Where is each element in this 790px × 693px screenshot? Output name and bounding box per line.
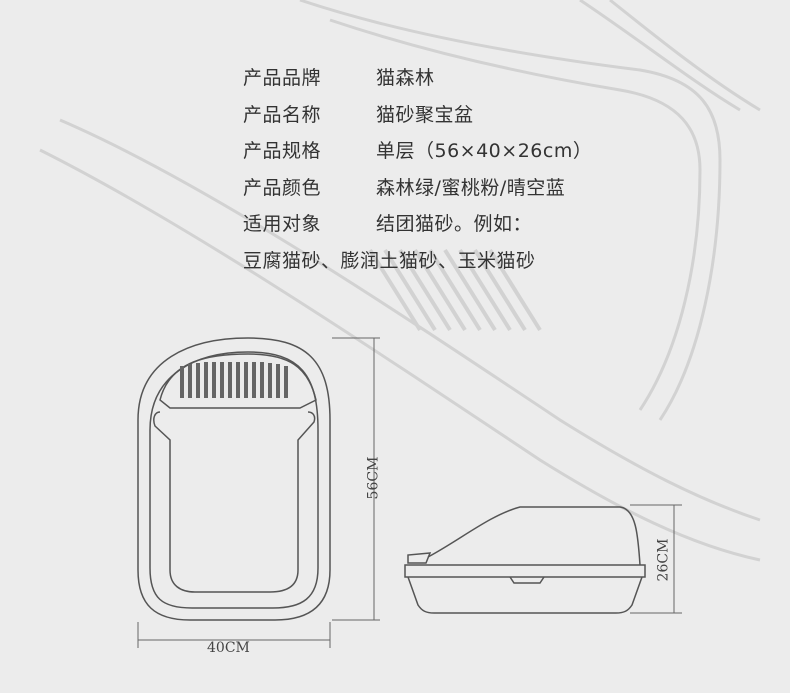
spec-label: 产品规格 (243, 140, 322, 162)
width-dimension-label: 40CM (207, 640, 250, 656)
spec-row-usage: 适用对象 结团猫砂。例如： (243, 206, 592, 243)
spec-label: 适用对象 (243, 213, 322, 235)
spec-value: 森林绿/蜜桃粉/晴空蓝 (376, 176, 566, 199)
spec-row-size: 产品规格 单层（56×40×26cm） (243, 133, 592, 170)
spec-row-name: 产品名称 猫砂聚宝盆 (243, 97, 592, 134)
product-spec-list: 产品品牌 猫森林 产品名称 猫砂聚宝盆 产品规格 单层（56×40×26cm） … (243, 60, 592, 279)
spec-label: 产品名称 (243, 103, 322, 126)
litter-examples: 豆腐猫砂、膨润土猫砂、玉米猫砂 (243, 249, 536, 272)
length-dimension-label: 56CM (365, 456, 382, 500)
spec-value: 猫砂聚宝盆 (376, 103, 474, 126)
tray-top-view-drawing (137, 337, 380, 648)
spec-value: 单层（56×40×26cm） (376, 140, 593, 162)
spec-row-brand: 产品品牌 猫森林 (243, 60, 592, 97)
spec-label: 产品颜色 (243, 176, 322, 199)
height-dimension-label: 26CM (655, 538, 672, 582)
spec-value: 结团猫砂。例如： (376, 213, 533, 235)
tray-side-view-drawing (404, 504, 682, 614)
spec-value: 猫森林 (376, 67, 435, 89)
spec-row-color: 产品颜色 森林绿/蜜桃粉/晴空蓝 (243, 170, 592, 207)
spec-label: 产品品牌 (243, 67, 322, 89)
